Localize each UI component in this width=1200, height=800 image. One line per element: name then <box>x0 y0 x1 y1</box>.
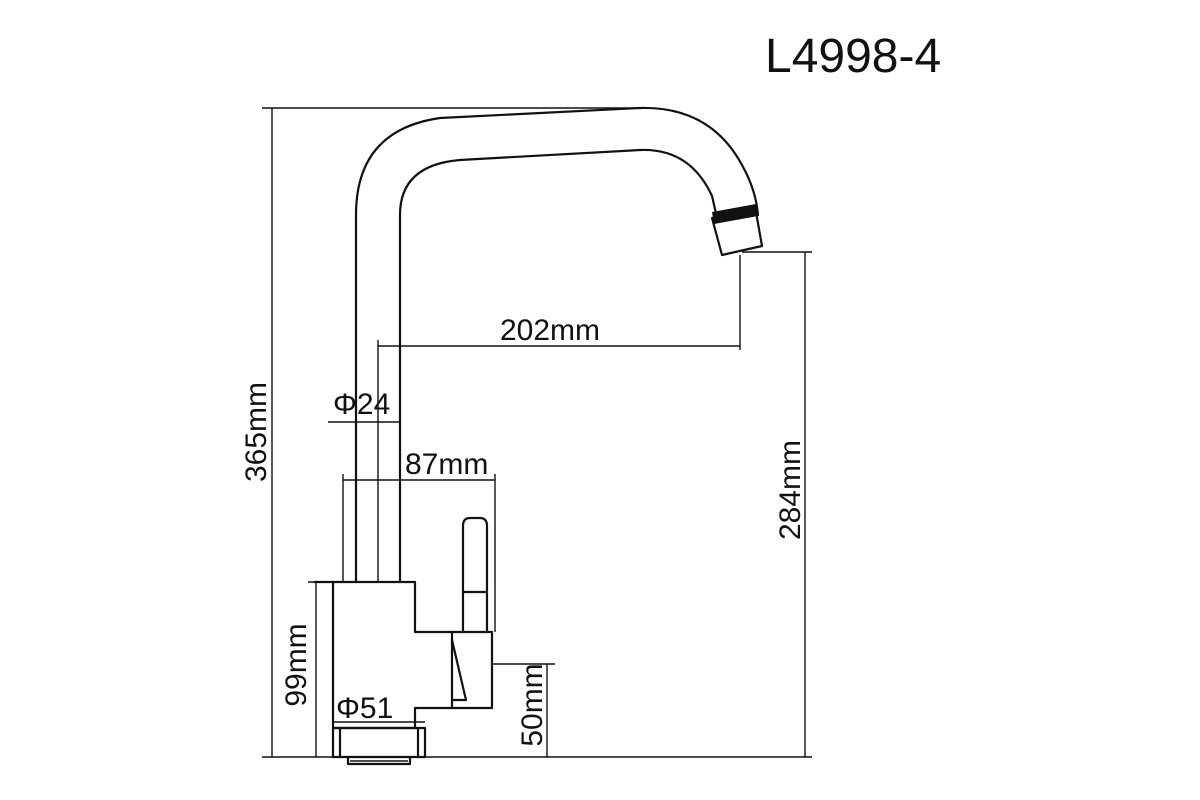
label-body-height: 99mm <box>280 623 313 706</box>
label-handle-height: 50mm <box>516 663 549 746</box>
aerator-band <box>712 204 758 224</box>
spout-inner-edge <box>398 148 720 584</box>
base-inner-line <box>338 726 420 759</box>
faucet-base <box>331 726 427 759</box>
base-foot <box>346 755 412 766</box>
handle-lever <box>461 516 489 634</box>
label-total-height: 365mm <box>240 382 273 482</box>
label-spout-height: 284mm <box>774 440 807 540</box>
dimension-lines <box>262 107 812 758</box>
spout-outer-edge <box>354 106 760 584</box>
label-spout-reach: 202mm <box>500 314 600 347</box>
handle-hub-detail <box>450 638 468 702</box>
handle-hub <box>450 630 494 710</box>
model-title: L4998-4 <box>765 30 941 83</box>
label-base-diameter: Φ51 <box>336 692 393 725</box>
label-handle-offset: 87mm <box>405 448 488 481</box>
label-tube-diameter: Φ24 <box>333 388 390 421</box>
faucet-outline <box>313 106 764 766</box>
